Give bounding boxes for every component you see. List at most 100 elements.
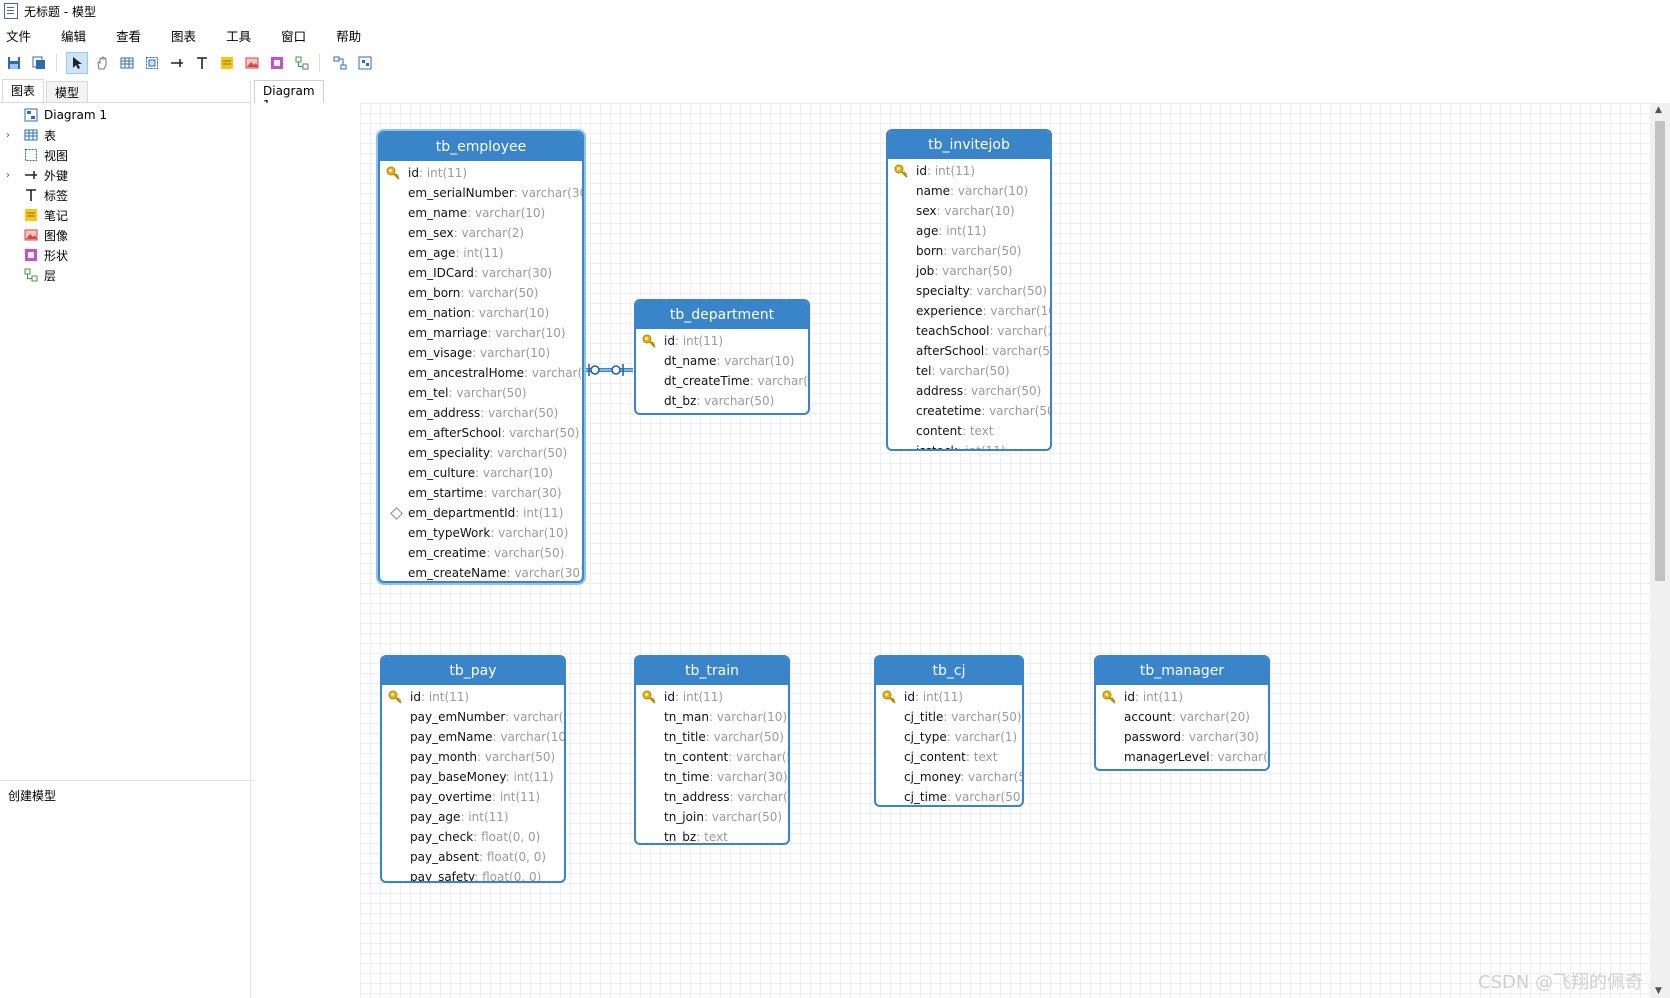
table-field-row[interactable]: tn_title: varchar(50) [636, 727, 788, 747]
tree-item[interactable]: Diagram 1 [0, 105, 250, 125]
scrollbar-thumb[interactable] [1655, 121, 1665, 581]
table-field-row[interactable]: managerLevel: varchar(10) [1096, 747, 1268, 767]
image-tool-button[interactable] [241, 52, 263, 74]
hand-tool-button[interactable] [91, 52, 113, 74]
table-field-row[interactable]: em_tel: varchar(50) [380, 383, 582, 403]
label-tool-button[interactable] [191, 52, 213, 74]
tree-item[interactable]: 层 [0, 265, 250, 285]
table-field-row[interactable]: pay_age: int(11) [382, 807, 564, 827]
table-field-row[interactable]: id: int(11) [636, 331, 808, 351]
table-field-row[interactable]: experience: varchar(10) [888, 301, 1050, 321]
table-tb-employee[interactable]: tb_employee id: int(11)em_serialNumber: … [378, 131, 584, 583]
table-field-row[interactable]: pay_month: varchar(50) [382, 747, 564, 767]
table-field-row[interactable]: tn_address: varchar(30) [636, 787, 788, 807]
save-as-button[interactable] [28, 52, 50, 74]
tab-model[interactable]: 模型 [46, 81, 89, 102]
layer-tool-button[interactable] [291, 52, 313, 74]
table-field-row[interactable]: dt_name: varchar(10) [636, 351, 808, 371]
table-field-row[interactable]: cj_content: text [876, 747, 1022, 767]
table-field-row[interactable]: pay_check: float(0, 0) [382, 827, 564, 847]
table-field-row[interactable]: pay_emName: varchar(10) [382, 727, 564, 747]
table-field-row[interactable]: em_createName: varchar(30) [380, 563, 582, 581]
table-field-row[interactable]: em_departmentId: int(11) [380, 503, 582, 523]
menu-file[interactable]: 文件 [6, 28, 32, 44]
menu-edit[interactable]: 编辑 [61, 28, 87, 44]
table-field-row[interactable]: id: int(11) [888, 161, 1050, 181]
table-field-row[interactable]: em_born: varchar(50) [380, 283, 582, 303]
table-field-row[interactable]: em_speciality: varchar(50) [380, 443, 582, 463]
table-field-row[interactable]: pay_baseMoney: int(11) [382, 767, 564, 787]
table-tb-train[interactable]: tb_train id: int(11)tn_man: varchar(10)t… [634, 655, 790, 845]
table-field-row[interactable]: cj_money: varchar(50) [876, 767, 1022, 787]
scroll-up-icon[interactable]: ▲ [1655, 105, 1662, 115]
vertical-scrollbar[interactable]: ▲ ▼ [1650, 103, 1670, 998]
tree-item[interactable]: ›外键 [0, 165, 250, 185]
table-field-row[interactable]: cj_type: varchar(1) [876, 727, 1022, 747]
table-field-row[interactable]: job: varchar(50) [888, 261, 1050, 281]
table-tb-cj[interactable]: tb_cj id: int(11)cj_title: varchar(50)cj… [874, 655, 1024, 807]
table-field-row[interactable]: age: int(11) [888, 221, 1050, 241]
auto-layout-button[interactable] [329, 52, 351, 74]
table-field-row[interactable]: pay_absent: float(0, 0) [382, 847, 564, 867]
tree-item[interactable]: 形状 [0, 245, 250, 265]
table-field-row[interactable]: password: varchar(30) [1096, 727, 1268, 747]
table-field-row[interactable]: id: int(11) [382, 687, 564, 707]
table-field-row[interactable]: em_age: int(11) [380, 243, 582, 263]
diagram-canvas[interactable]: tb_employee id: int(11)em_serialNumber: … [254, 103, 1650, 998]
table-field-row[interactable]: tn_content: varchar(50) [636, 747, 788, 767]
table-field-row[interactable]: content: text [888, 421, 1050, 441]
table-field-row[interactable]: em_marriage: varchar(10) [380, 323, 582, 343]
tab-diagram-1[interactable]: Diagram 1 [254, 80, 324, 112]
table-field-row[interactable]: em_typeWork: varchar(10) [380, 523, 582, 543]
table-field-row[interactable]: em_ancestralHome: varchar(30) [380, 363, 582, 383]
table-tb-department[interactable]: tb_department id: int(11)dt_name: varcha… [634, 299, 810, 415]
pointer-tool-button[interactable] [66, 52, 88, 74]
table-field-row[interactable]: em_startime: varchar(30) [380, 483, 582, 503]
table-field-row[interactable]: cj_title: varchar(50) [876, 707, 1022, 727]
table-field-row[interactable]: name: varchar(10) [888, 181, 1050, 201]
table-field-row[interactable]: id: int(11) [636, 687, 788, 707]
table-field-row[interactable]: em_nation: varchar(10) [380, 303, 582, 323]
tab-diagram[interactable]: 图表 [2, 79, 45, 102]
foreign-key-tool-button[interactable] [166, 52, 188, 74]
table-field-row[interactable]: em_serialNumber: varchar(30) [380, 183, 582, 203]
tree-item[interactable]: 标签 [0, 185, 250, 205]
tree-item[interactable]: 图像 [0, 225, 250, 245]
table-field-row[interactable]: id: int(11) [1096, 687, 1268, 707]
table-field-row[interactable]: pay_safety: float(0, 0) [382, 867, 564, 881]
table-field-row[interactable]: isstock: int(11) [888, 441, 1050, 449]
table-field-row[interactable]: em_IDCard: varchar(30) [380, 263, 582, 283]
table-field-row[interactable]: em_name: varchar(10) [380, 203, 582, 223]
table-tool-button[interactable] [116, 52, 138, 74]
relationship-employee-department[interactable] [578, 364, 633, 376]
table-field-row[interactable]: afterSchool: varchar(50) [888, 341, 1050, 361]
chevron-right-icon[interactable]: › [6, 169, 10, 181]
table-field-row[interactable]: em_afterSchool: varchar(50) [380, 423, 582, 443]
table-field-row[interactable]: em_address: varchar(50) [380, 403, 582, 423]
table-field-row[interactable]: em_culture: varchar(10) [380, 463, 582, 483]
scroll-down-icon[interactable]: ▼ [1655, 986, 1662, 996]
table-field-row[interactable]: address: varchar(50) [888, 381, 1050, 401]
table-field-row[interactable]: tn_man: varchar(10) [636, 707, 788, 727]
table-field-row[interactable]: id: int(11) [876, 687, 1022, 707]
menu-window[interactable]: 窗口 [281, 28, 307, 44]
table-field-row[interactable]: tn_join: varchar(50) [636, 807, 788, 827]
table-field-row[interactable]: dt_createTime: varchar(20) [636, 371, 808, 391]
fit-diagram-button[interactable] [354, 52, 376, 74]
table-field-row[interactable]: tel: varchar(50) [888, 361, 1050, 381]
table-field-row[interactable]: id: int(11) [380, 163, 582, 183]
chevron-right-icon[interactable]: › [6, 129, 10, 141]
table-field-row[interactable]: tn_bz: text [636, 827, 788, 843]
table-field-row[interactable]: account: varchar(20) [1096, 707, 1268, 727]
table-field-row[interactable]: pay_overtime: int(11) [382, 787, 564, 807]
table-field-row[interactable]: teachSchool: varchar(30) [888, 321, 1050, 341]
table-field-row[interactable]: em_creatime: varchar(50) [380, 543, 582, 563]
tree-item[interactable]: 笔记 [0, 205, 250, 225]
shape-tool-button[interactable] [266, 52, 288, 74]
table-tb-pay[interactable]: tb_pay id: int(11)pay_emNumber: varchar(… [380, 655, 566, 883]
save-button[interactable] [3, 52, 25, 74]
menu-view[interactable]: 查看 [116, 28, 142, 44]
note-tool-button[interactable] [216, 52, 238, 74]
table-tb-invitejob[interactable]: tb_invitejob id: int(11)name: varchar(10… [886, 129, 1052, 451]
menu-diagram[interactable]: 图表 [171, 28, 197, 44]
